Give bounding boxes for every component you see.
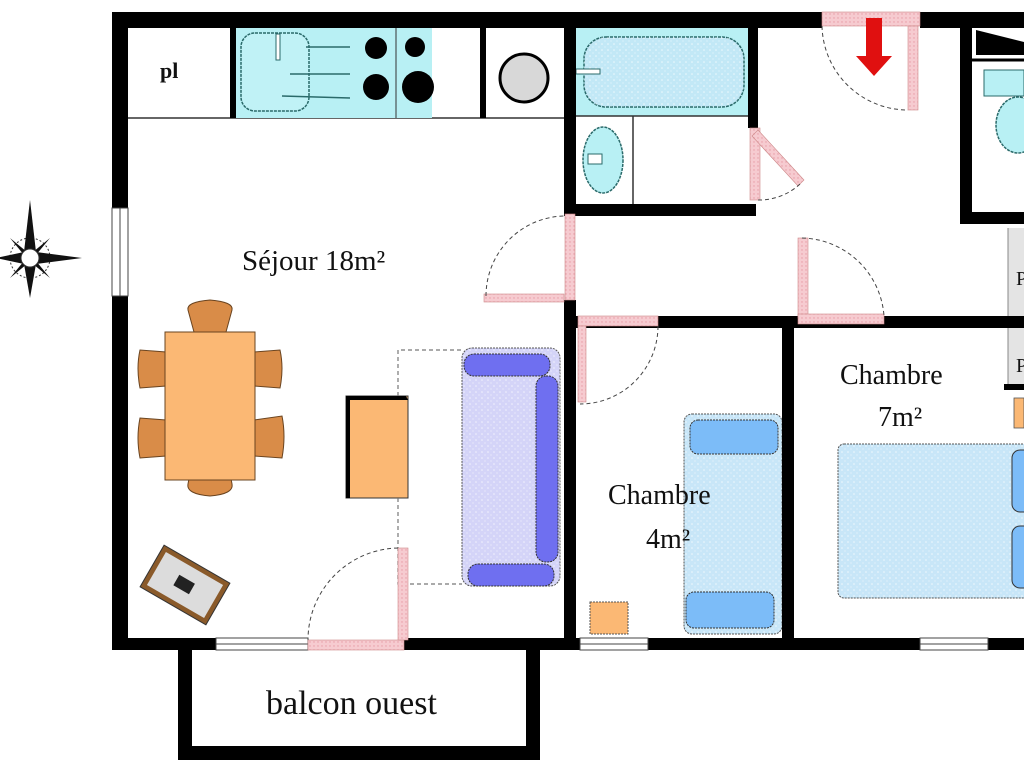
stove-icon — [363, 37, 434, 103]
room-label-chambre-4-name: Chambre — [608, 480, 711, 511]
bathtub-icon — [575, 36, 745, 108]
entrance-arrow-icon — [856, 18, 892, 76]
room-label-balcon: balcon ouest — [266, 685, 437, 722]
compass-rose-icon — [0, 200, 82, 298]
doors — [307, 11, 921, 651]
room-label-chambre-7-name: Chambre — [840, 360, 943, 391]
sink-icon — [240, 32, 351, 112]
dining-table — [137, 299, 285, 497]
tv-icon — [139, 544, 231, 626]
room-label-sejour: Séjour 18m² — [242, 245, 386, 277]
nightstand — [589, 601, 629, 635]
single-bed — [683, 413, 783, 635]
closet-label: P — [1016, 355, 1024, 377]
room-label-chambre-4-area: 4m² — [646, 524, 690, 555]
double-bed — [837, 443, 1024, 599]
closet: P P — [1004, 228, 1024, 429]
coffee-table — [345, 395, 409, 499]
wc — [970, 30, 1024, 154]
kitchen-counter: pl — [128, 28, 568, 119]
bathroom — [575, 28, 752, 204]
placard-label: pl — [160, 58, 178, 83]
closet-label: P — [1016, 268, 1024, 290]
sofa — [461, 347, 561, 587]
toilet-icon — [995, 96, 1024, 154]
room-label-chambre-7-area: 7m² — [878, 402, 922, 433]
washing-machine-icon — [498, 52, 550, 104]
washbasin-icon — [582, 126, 624, 194]
